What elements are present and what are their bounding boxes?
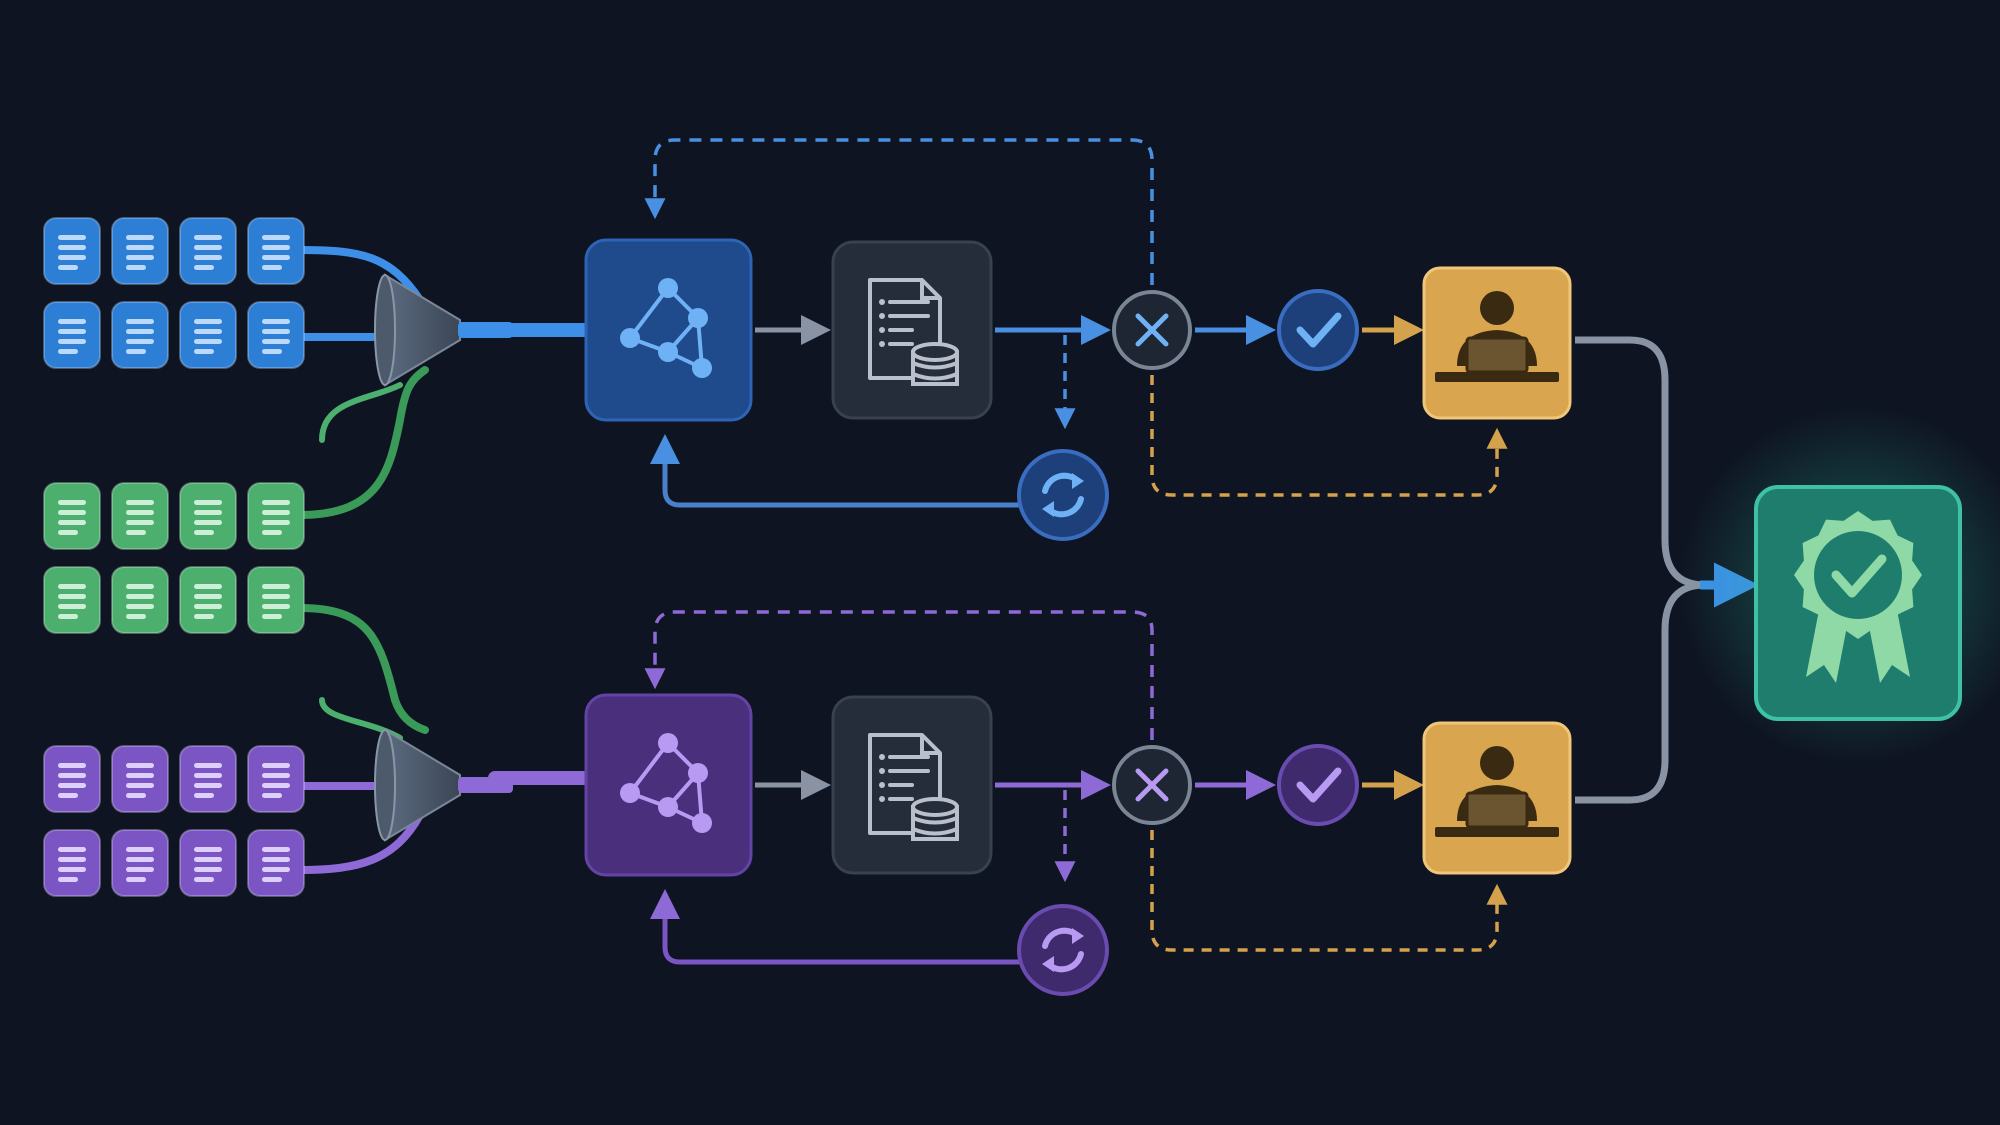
network-graph-icon	[620, 278, 712, 378]
document-lines-icon	[126, 500, 154, 535]
blue-source-doc	[111, 301, 169, 369]
document-lines-icon	[126, 319, 154, 354]
document-lines-icon	[126, 584, 154, 619]
document-database-icon	[868, 733, 959, 841]
document-lines-icon	[262, 235, 290, 270]
blue-source-doc	[111, 217, 169, 285]
document-lines-icon	[194, 235, 222, 270]
document-lines-icon	[262, 847, 290, 882]
blue-source-doc	[179, 217, 237, 285]
network-graph-icon	[620, 733, 712, 833]
top-model-node	[584, 238, 753, 422]
document-lines-icon	[194, 584, 222, 619]
purple-source-doc	[179, 745, 237, 813]
document-lines-icon	[126, 763, 154, 798]
document-lines-icon	[262, 763, 290, 798]
purple-source-doc	[179, 829, 237, 897]
top-retry-node	[1017, 449, 1109, 541]
document-lines-icon	[126, 847, 154, 882]
document-database-icon	[868, 278, 959, 386]
refresh-icon	[1042, 927, 1084, 973]
document-lines-icon	[58, 763, 86, 798]
document-lines-icon	[58, 584, 86, 619]
green-source-doc	[43, 482, 101, 550]
document-lines-icon	[194, 847, 222, 882]
blue-source-doc	[179, 301, 237, 369]
bottom-approve-node	[1277, 744, 1359, 826]
bottom-retry-node	[1017, 904, 1109, 996]
document-lines-icon	[58, 235, 86, 270]
document-lines-icon	[58, 319, 86, 354]
close-icon	[1135, 313, 1169, 347]
purple-source-doc	[43, 745, 101, 813]
document-lines-icon	[126, 235, 154, 270]
document-lines-icon	[262, 500, 290, 535]
top-approve-node	[1277, 289, 1359, 371]
checkmark-icon	[1296, 767, 1342, 803]
green-source-doc	[247, 482, 305, 550]
funnel-icon	[374, 728, 513, 842]
green-source-doc	[247, 566, 305, 634]
document-lines-icon	[262, 584, 290, 619]
document-lines-icon	[194, 319, 222, 354]
bottom-model-node	[584, 693, 753, 877]
green-source-doc	[111, 566, 169, 634]
green-source-doc	[43, 566, 101, 634]
purple-source-doc	[111, 829, 169, 897]
document-lines-icon	[58, 847, 86, 882]
person-laptop-icon	[1435, 291, 1559, 382]
document-lines-icon	[194, 500, 222, 535]
blue-source-doc	[43, 217, 101, 285]
purple-source-doc	[247, 829, 305, 897]
award-badge-check-icon	[1794, 511, 1922, 683]
green-source-doc	[179, 566, 237, 634]
purple-source-doc	[43, 829, 101, 897]
checkmark-icon	[1296, 312, 1342, 348]
blue-source-doc	[247, 217, 305, 285]
person-laptop-icon	[1435, 746, 1559, 837]
document-lines-icon	[194, 763, 222, 798]
blue-source-doc	[43, 301, 101, 369]
close-icon	[1135, 768, 1169, 802]
top-decision-node	[1112, 290, 1192, 370]
purple-source-doc	[247, 745, 305, 813]
document-lines-icon	[262, 319, 290, 354]
output-award-node	[1754, 485, 1962, 721]
green-source-doc	[179, 482, 237, 550]
blue-source-doc	[247, 301, 305, 369]
bottom-decision-node	[1112, 745, 1192, 825]
funnel-icon	[374, 273, 513, 387]
document-lines-icon	[58, 500, 86, 535]
purple-source-doc	[111, 745, 169, 813]
green-source-doc	[111, 482, 169, 550]
refresh-icon	[1042, 472, 1084, 518]
